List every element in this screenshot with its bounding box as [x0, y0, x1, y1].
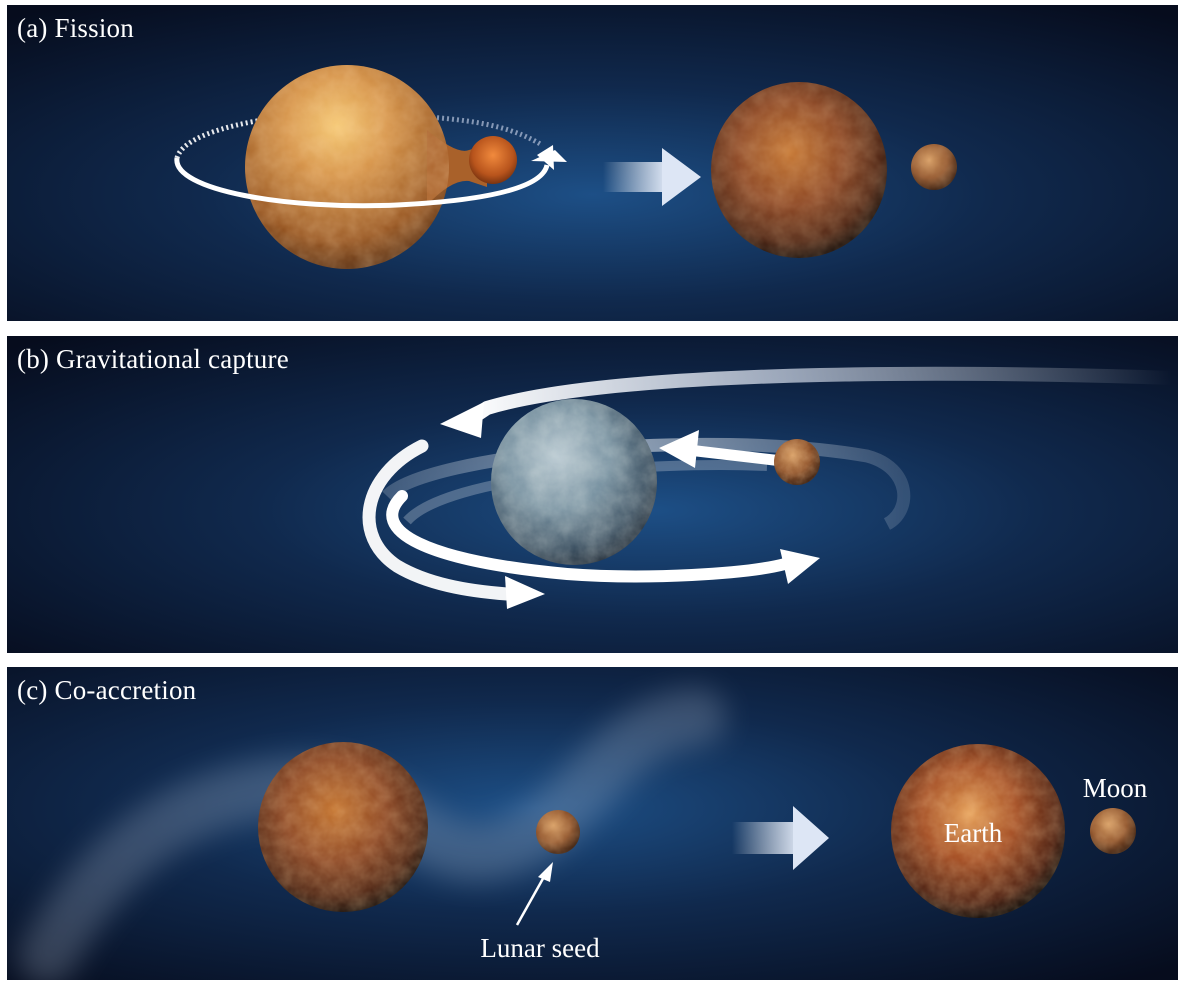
panel-fission: (a) Fission: [7, 5, 1178, 321]
orbit-ring-outer-front: [362, 439, 514, 601]
capture-arrowhead: [659, 430, 699, 468]
moon-label: Moon: [1083, 773, 1148, 803]
panel-a-background: [7, 5, 1178, 321]
fission-bud: [469, 136, 517, 184]
incoming-trail: [462, 366, 1178, 427]
captured-moon: [774, 439, 820, 485]
orbit-ring-inner-front: [386, 490, 791, 583]
orbit-ring-outer-back: [382, 437, 911, 530]
panel-a-title: (a) Fission: [17, 13, 134, 43]
capture-path: [691, 445, 788, 467]
result-earth: [711, 82, 887, 258]
orbit-ring-back-fade: [426, 114, 544, 148]
capture-illustration: [7, 336, 1178, 653]
panel-gravitational-capture: (b) Gravitational capture: [7, 336, 1178, 653]
lunar-seed-pointer: [515, 874, 547, 926]
fission-illustration: [7, 5, 1178, 321]
lunar-seed: [536, 810, 580, 854]
proto-earth-blob: [245, 65, 487, 269]
co-accretion-illustration: Lunar seed Earth Moon: [7, 667, 1178, 980]
result-moon: [911, 144, 957, 190]
orbit-arrowhead-lower: [505, 576, 545, 609]
earth-like-planet: [491, 399, 657, 565]
result-moon-c: [1090, 808, 1136, 854]
result-earth-c: [891, 744, 1065, 918]
orbit-arrowhead-right: [780, 549, 820, 584]
earth-label: Earth: [944, 818, 1003, 848]
transition-arrow-c: [732, 806, 829, 870]
transition-arrow-a: [603, 148, 701, 206]
trail-arrowhead: [440, 402, 484, 438]
orbit-ring-front: [174, 157, 550, 209]
panel-co-accretion: Lunar seed Earth Moon (c) Co-accretion: [7, 667, 1178, 980]
panel-c-title: (c) Co-accretion: [17, 675, 197, 705]
lunar-seed-label: Lunar seed: [480, 933, 600, 963]
proto-earth: [258, 742, 428, 912]
panel-b-title: (b) Gravitational capture: [17, 344, 289, 374]
